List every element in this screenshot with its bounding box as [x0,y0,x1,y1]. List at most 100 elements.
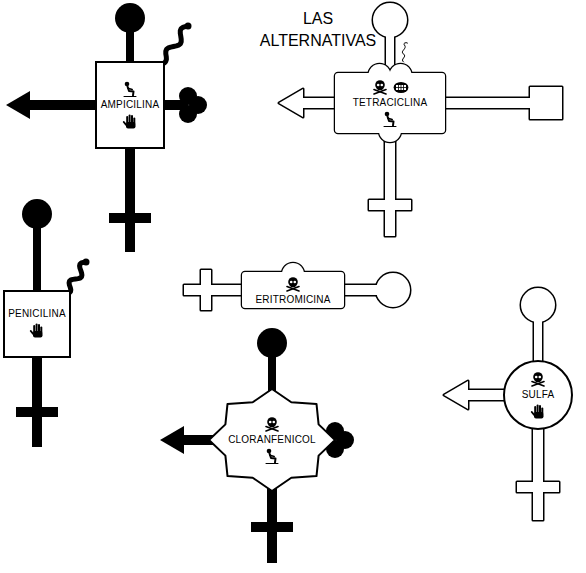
drawing-part [533,395,543,520]
drawing-part [201,270,211,310]
hand-icon [29,322,45,338]
drawing-part [521,288,555,322]
drawing-part [379,120,401,142]
drawing-part [532,412,534,415]
drawing-part [242,272,344,308]
drawing-part [539,406,541,412]
drawing-part [124,122,126,125]
drawing-part [530,87,562,119]
drawing-part [96,62,164,148]
drawing-part [398,85,399,90]
drawing-part [396,85,406,90]
drawing-part [270,454,276,463]
drug-name: ERITROMICINA [255,294,330,306]
drawing-part [294,281,297,284]
drug-node: PENICILINA [3,290,71,358]
drawing-part [504,361,572,429]
drug-name: CLORANFENICOL [228,434,316,446]
skull-icon [264,416,280,432]
drug-name: AMPICILINA [101,99,160,111]
person-icon [382,111,398,127]
drawing-part [31,331,33,334]
drug-node: CLORANFENICOL [208,388,336,492]
icon-row [264,448,280,464]
icon-row [285,276,301,292]
icon-row [530,371,546,387]
icon-row [264,416,280,432]
drawing-part [115,3,145,33]
drawing-part [517,482,559,492]
drawing-part [242,272,344,308]
drawing-part [33,326,35,332]
drawing-part [257,328,287,358]
drawing-part [541,409,543,414]
smoke-wisp [402,43,407,62]
hand-icon [530,403,546,419]
drawing-part [179,105,197,123]
drug-node: SULFA [503,360,573,430]
drawing-part [266,463,278,464]
symbol-arm [6,3,207,252]
icon-row [530,403,546,419]
drawing-part [535,376,538,379]
drawing-part [129,116,131,123]
drawing-part [131,116,133,122]
drawing-part [375,80,385,90]
drawing-part [369,200,411,210]
drawing-part [403,85,404,90]
drawing-part [379,120,401,142]
drawing-part [376,273,410,307]
drawing-part [385,112,390,117]
drawing-part [273,421,276,424]
drawing-part [251,522,293,532]
drawing-part [444,381,468,409]
icon-row [372,79,409,95]
snake-head [185,23,192,30]
drawing-part [444,381,468,409]
drug-name: PENICILINA [8,308,66,320]
drug-name: SULFA [522,389,555,401]
drawing-part [521,288,555,322]
drawing-part [533,395,543,520]
drawing-part [376,273,410,307]
icon-row [122,81,138,97]
drawing-part [4,291,70,357]
drawing-part [537,406,539,413]
skull-icon [530,371,546,387]
drawing-part [22,199,52,229]
drawing-part [269,421,272,424]
drawing-part [369,200,411,210]
drawing-part [279,89,303,117]
drawing-part [279,89,303,117]
teeth-icon [393,79,409,95]
drawing-part [373,3,407,37]
drawing-part [133,119,135,124]
drawing-part [125,82,130,87]
drawing-part [400,85,401,90]
skull-icon [372,79,388,95]
drawing-part [388,118,392,119]
drawing-part [393,82,408,93]
outline-stroke [242,263,344,308]
icon-row [122,113,138,129]
drawing-part [373,3,407,37]
outline-fill [335,64,445,142]
outline-fill [242,263,344,308]
drawing-part [384,126,396,127]
drawing-part [534,407,536,413]
drawing-part [267,417,277,427]
drawing-part [376,84,379,87]
diagram-title: LAS ALTERNATIVAS [255,8,381,52]
snake-head [83,259,90,266]
drawing-part [270,455,274,456]
drawing-part [160,426,184,454]
drawing-part [290,281,293,284]
drug-node: ERITROMICINA [241,265,345,315]
skull-icon [285,276,301,292]
drug-name: TETRACICLINA [353,97,428,109]
drawing-part [128,88,132,89]
drawing-part [288,277,298,287]
drawing-part [6,91,30,119]
drawing-part [388,117,394,126]
